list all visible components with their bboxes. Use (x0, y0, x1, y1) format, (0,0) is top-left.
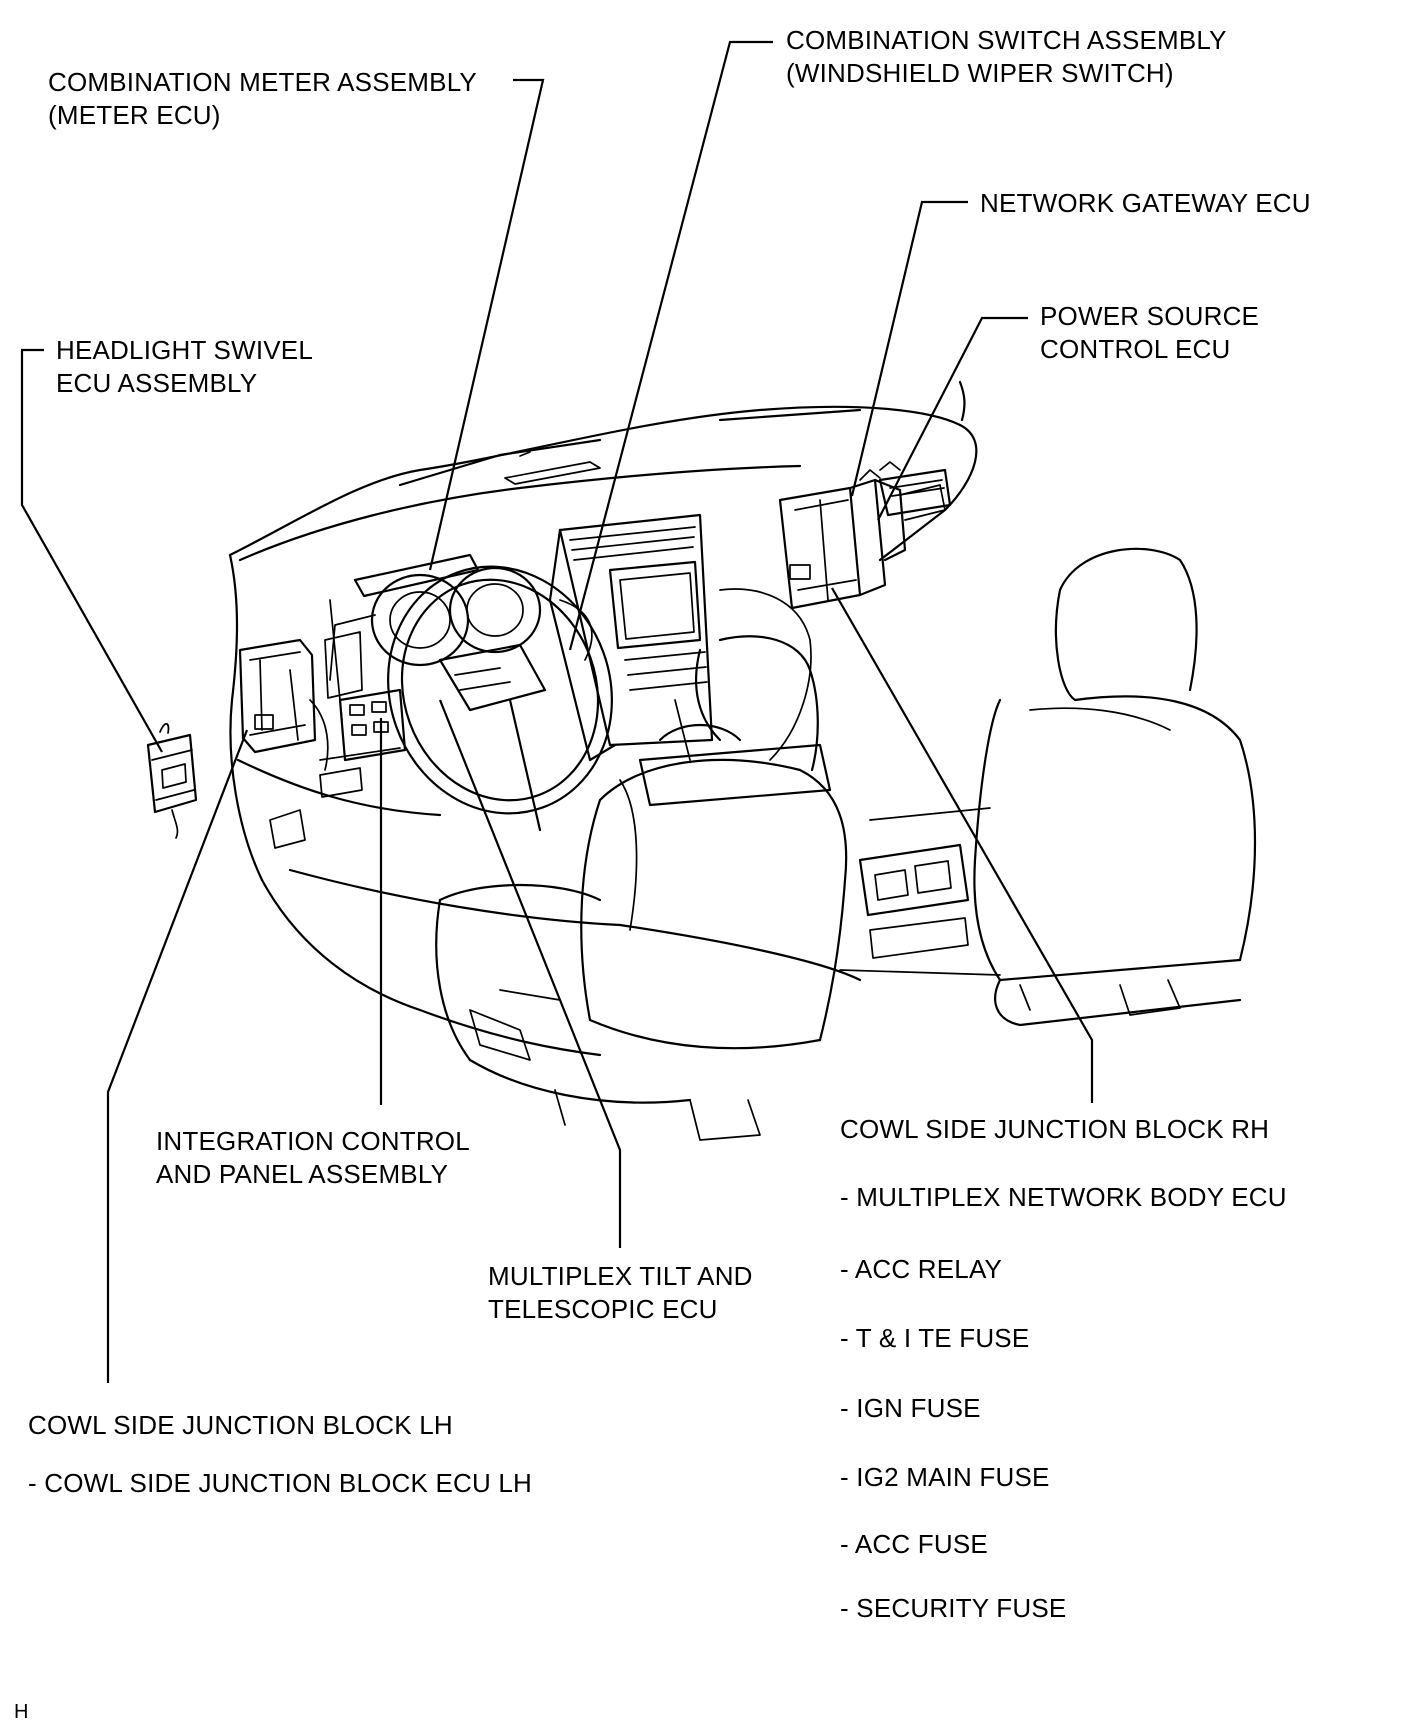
label-network-gateway: NETWORK GATEWAY ECU (980, 188, 1311, 218)
cowl-rh-item: - ACC FUSE (840, 1529, 988, 1559)
leader-cowl-rh (831, 587, 1094, 1103)
figure-code: H (14, 1701, 29, 1723)
right-vent (878, 468, 952, 517)
leader-cowl-lh (106, 729, 249, 1383)
label-combination-switch: COMBINATION SWITCH ASSEMBLY (WINDSHIELD … (786, 25, 1227, 88)
headlight-swivel-module (146, 723, 198, 839)
leader-headlight-swivel (20, 348, 163, 753)
floor-and-rear-console (418, 807, 1001, 1057)
right-ecu-module (778, 461, 946, 610)
leader-combination-switch (568, 40, 773, 651)
driver-seat (435, 635, 848, 1141)
label-cowl-rh: COWL SIDE JUNCTION BLOCK RH (840, 1113, 1269, 1146)
cowl-lh-item: - COWL SIDE JUNCTION BLOCK ECU LH (28, 1468, 533, 1498)
label-headlight-swivel: HEADLIGHT SWIVEL ECU ASSEMBLY (56, 335, 314, 398)
leader-lines (20, 40, 1094, 1383)
passenger-seat (973, 547, 1257, 1027)
label-cowl-lh: COWL SIDE JUNCTION BLOCK LH (28, 1409, 453, 1442)
leader-power-source (877, 316, 1028, 521)
label-integration-control: INTEGRATION CONTROL AND PANEL ASSEMBLY (156, 1126, 470, 1189)
cowl-rh-item: - IGN FUSE (840, 1393, 981, 1423)
cowl-lh-module (238, 638, 329, 771)
leader-network-gateway (850, 200, 968, 497)
label-combination-meter: COMBINATION METER ASSEMBLY (METER ECU) (48, 67, 477, 130)
cowl-rh-item: - T & I TE FUSE (840, 1323, 1030, 1353)
dashboard-outline (228, 380, 978, 562)
label-power-source: POWER SOURCE CONTROL ECU (1040, 301, 1260, 364)
cowl-rh-item: - MULTIPLEX NETWORK BODY ECU (840, 1182, 1287, 1212)
cowl-rh-item: - SECURITY FUSE (840, 1593, 1067, 1623)
meter-and-steering (329, 553, 613, 832)
leader-combination-meter (428, 78, 545, 571)
leader-multiplex-tilt (438, 699, 622, 1248)
center-console (548, 513, 832, 807)
left-body-panel (228, 553, 622, 1012)
cowl-rh-item: - ACC RELAY (840, 1254, 1003, 1284)
cowl-rh-title: COWL SIDE JUNCTION BLOCK RH (840, 1114, 1270, 1144)
cowl-rh-item: - IG2 MAIN FUSE (840, 1462, 1050, 1492)
cowl-lh-title: COWL SIDE JUNCTION BLOCK LH (28, 1410, 453, 1440)
label-multiplex-tilt: MULTIPLEX TILT AND TELESCOPIC ECU (488, 1261, 753, 1324)
